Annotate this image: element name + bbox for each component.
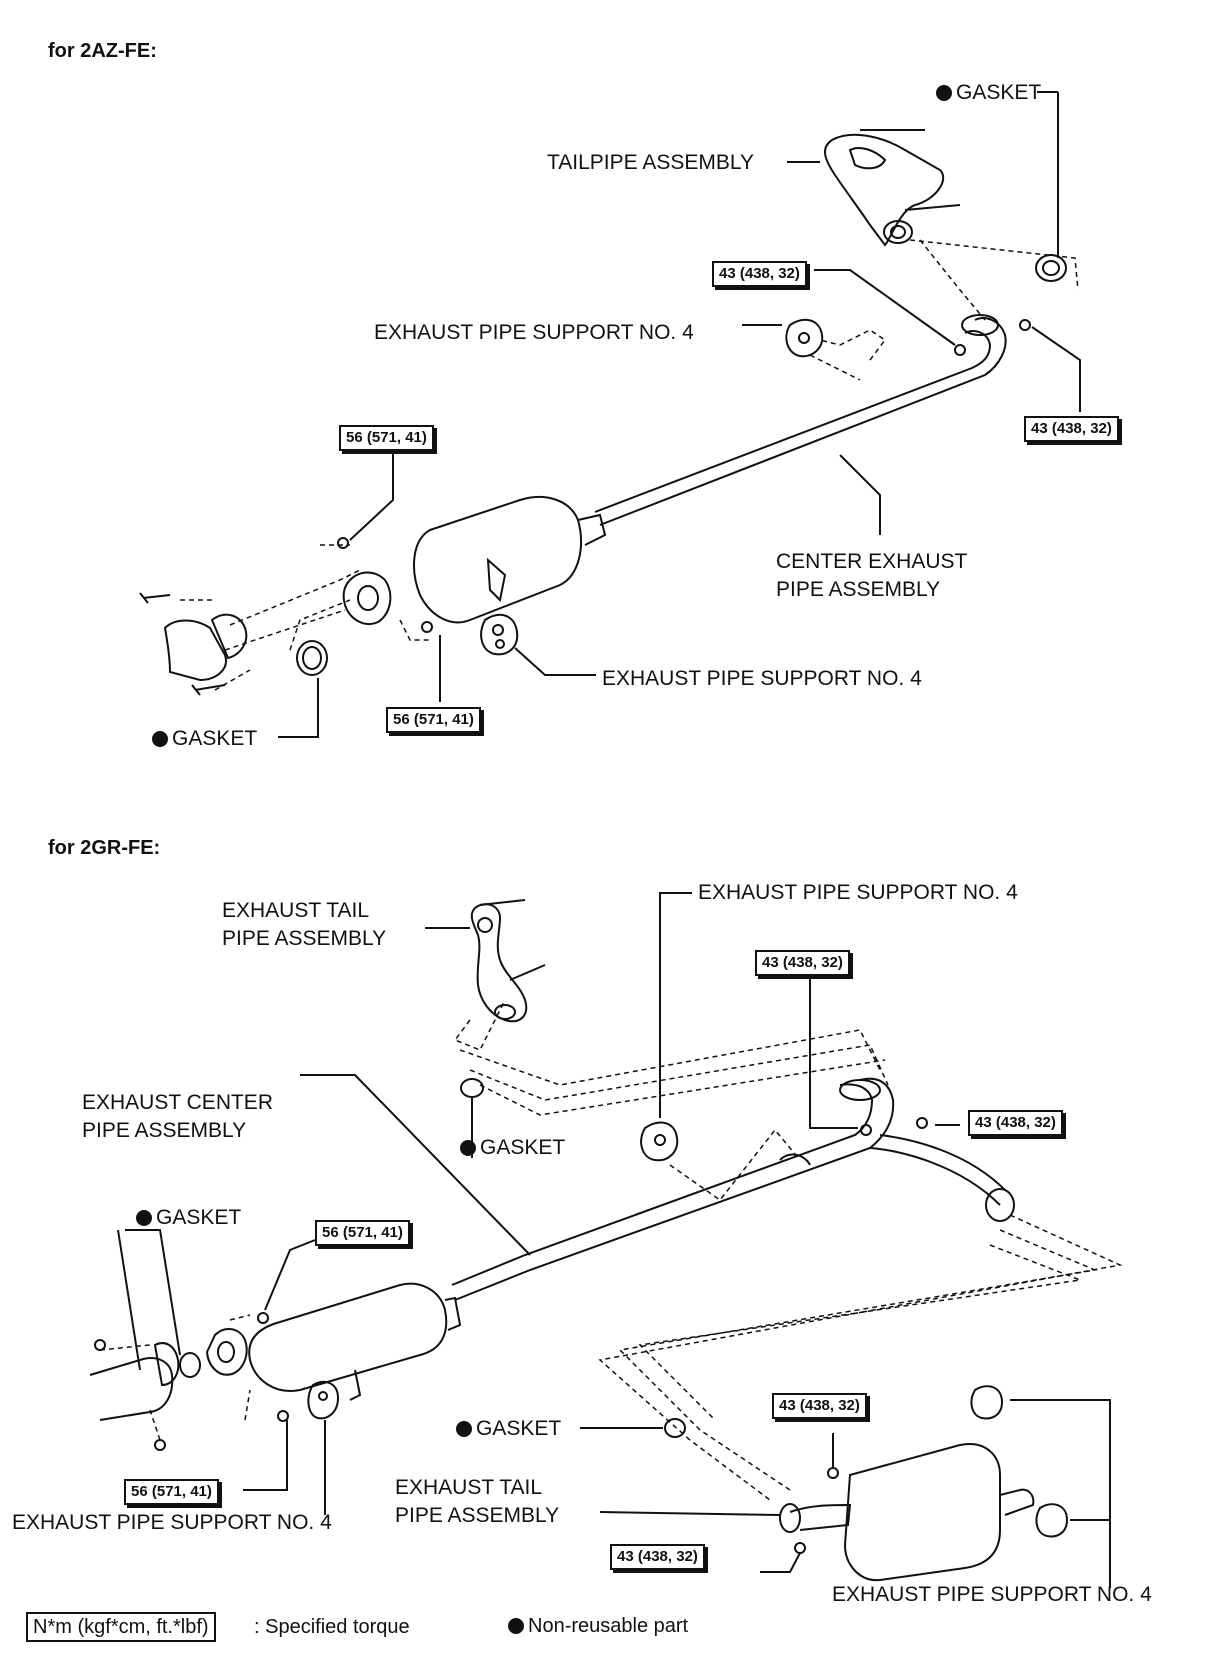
gasket-label-low: GASKET [456,1416,561,1442]
gasket-icon [460,1078,484,1098]
center-exhaust-pipe-2az [342,314,1007,625]
gasket-label-top: GASKET [936,80,1041,106]
exhaust-center-pipe-2gr [205,1077,1015,1401]
nonreusable-dot-icon [456,1421,472,1437]
support-label: EXHAUST PIPE SUPPORT NO. 4 [374,321,694,344]
torque-badge: 43 (438, 32) [610,1544,705,1570]
nonreusable-dot-icon [136,1210,152,1226]
center-pipe-label-l2: PIPE ASSEMBLY [82,1119,247,1142]
torque-badge: 56 (571, 41) [315,1220,410,1246]
legend-nonreusable: Non-reusable part [508,1613,688,1639]
torque-badge: 43 (438, 32) [968,1110,1063,1136]
support-label: EXHAUST PIPE SUPPORT NO. 4 [698,881,1018,904]
gasket-icon [664,1418,686,1438]
tailpipe-label: TAILPIPE ASSEMBLY [547,151,754,174]
nonreusable-dot-icon [508,1618,524,1634]
tail-pipe-label-l2: PIPE ASSEMBLY [222,927,387,950]
center-pipe-label-l1: CENTER EXHAUST [776,550,968,573]
center-pipe-label-l1: EXHAUST CENTER [82,1091,273,1114]
muffler-2gr [779,1443,1035,1582]
tail-low-label-l2: PIPE ASSEMBLY [395,1504,560,1527]
nonreusable-dot-icon [936,85,952,101]
gasket-icon [1035,254,1067,282]
support-label: EXHAUST PIPE SUPPORT NO. 4 [12,1511,332,1534]
front-pipe-2az [163,619,227,682]
nonreusable-dot-icon [460,1140,476,1156]
tail-low-label-l1: EXHAUST TAIL [395,1476,543,1499]
torque-badge: 56 (571, 41) [339,425,434,451]
legend-torque-text: : Specified torque [254,1616,410,1638]
gasket-icon [296,640,328,676]
legend-torque-box: N*m (kgf*cm, ft.*lbf) [26,1612,216,1642]
support-label: EXHAUST PIPE SUPPORT NO. 4 [602,667,922,690]
support-rubber-2gr-center [640,1121,679,1162]
nonreusable-dot-icon [152,731,168,747]
torque-badge: 56 (571, 41) [386,707,481,733]
support-label: EXHAUST PIPE SUPPORT NO. 4 [832,1583,1152,1606]
torque-badge: 43 (438, 32) [755,950,850,976]
support-rubber-2gr-right-top [970,1385,1004,1420]
tail-pipe-label-l1: EXHAUST TAIL [222,899,370,922]
front-pipe-2gr [89,1357,174,1421]
support-rubber-2az-bottom [480,613,519,656]
support-rubber-2gr-left [307,1380,340,1420]
exhaust-tail-pipe-top-2gr [470,899,546,1023]
torque-badge: 43 (438, 32) [1024,416,1119,442]
gasket-label-bottom: GASKET [152,726,257,752]
tailpipe-assembly-2az [824,129,961,247]
gasket-icon [179,1352,201,1378]
center-pipe-label-l2: PIPE ASSEMBLY [776,578,941,601]
support-rubber-2gr-right-bottom [1035,1503,1069,1538]
heading-2gr: for 2GR-FE: [48,837,161,859]
support-rubber-2az-top [785,318,824,358]
gasket-label-mid: GASKET [460,1135,565,1161]
gasket-label-left: GASKET [136,1205,241,1231]
heading-2az: for 2AZ-FE: [48,40,157,62]
torque-badge: 43 (438, 32) [772,1393,867,1419]
torque-badge: 43 (438, 32) [712,261,807,287]
torque-badge: 56 (571, 41) [124,1479,219,1505]
